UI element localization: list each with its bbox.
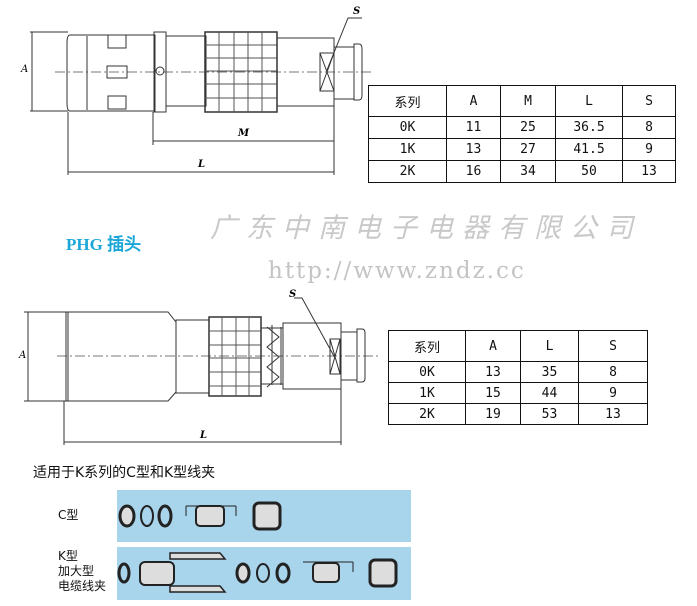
dim-a-label-2: A: [19, 350, 27, 361]
cell: 1K: [368, 138, 447, 161]
cell: 13: [578, 403, 648, 425]
c-type-parts: [118, 501, 282, 531]
section-title: PHG 插头: [66, 235, 142, 254]
header-s: S: [622, 85, 676, 117]
dim-l-label: L: [198, 159, 206, 170]
k-label-line: K型: [58, 549, 78, 563]
clamp-caption: 适用于K系列的C型和K型线夹: [33, 465, 216, 481]
dim-a-label: A: [21, 64, 29, 75]
c-type-label: C型: [58, 508, 79, 522]
cell: 36.5: [555, 116, 623, 139]
dim-m-label: M: [238, 128, 250, 139]
k-label-line: 加大型: [58, 564, 95, 578]
dim-s-label: S: [353, 6, 361, 17]
watermark-company: 广东中南电子电器有限公司: [210, 213, 642, 244]
k-type-label: K型 加大型 电缆线夹: [58, 549, 106, 594]
k-label-line: 电缆线夹: [58, 579, 107, 593]
cell: 2K: [368, 160, 447, 183]
header-l: L: [520, 330, 579, 362]
k-type-parts: [117, 552, 398, 593]
dim-s-label-2: S: [289, 289, 297, 300]
cell: 34: [500, 160, 556, 183]
header-series: 系列: [388, 330, 466, 362]
dim-l-label-2: L: [200, 430, 208, 441]
cell: 41.5: [555, 138, 623, 161]
cell: 15: [465, 382, 521, 404]
cell: 19: [465, 403, 521, 425]
cell: 2K: [388, 403, 466, 425]
watermark-url: http://www.zndz.cc: [268, 258, 526, 284]
cell: 13: [622, 160, 676, 183]
